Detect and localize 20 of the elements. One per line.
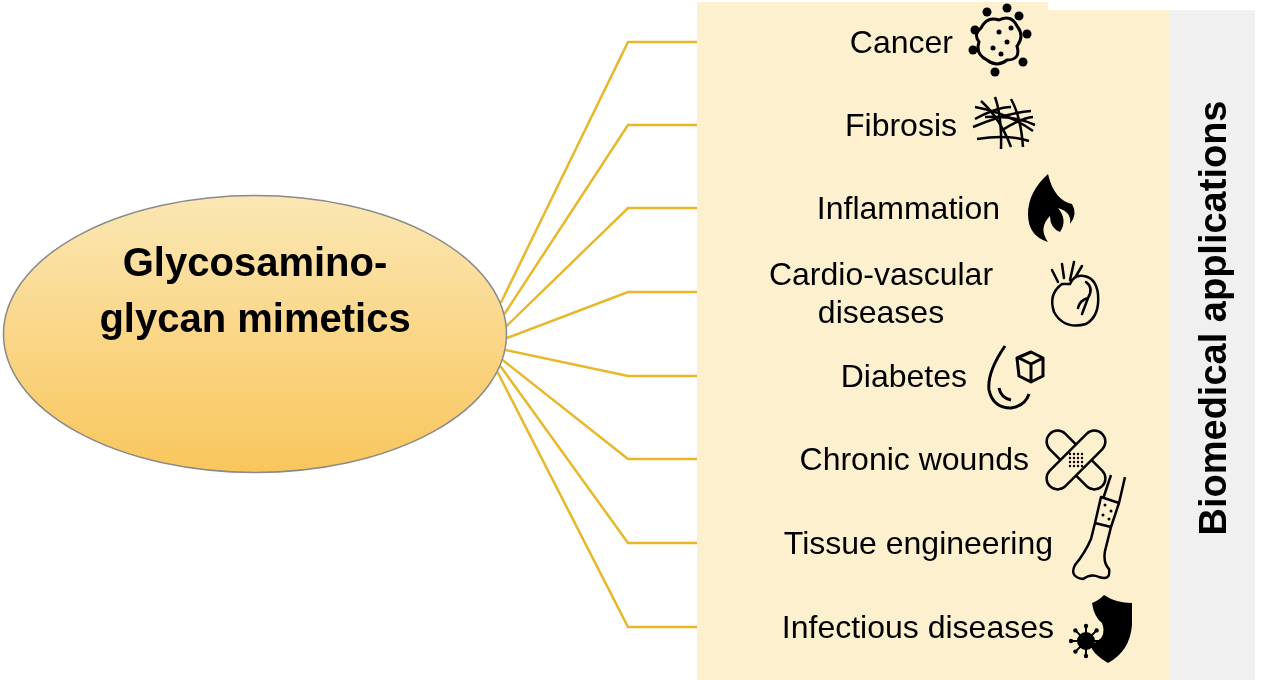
item-label: Cardio-vascular diseases bbox=[767, 255, 995, 331]
band-title: Biomedical applications bbox=[1190, 100, 1235, 536]
connector-line bbox=[505, 206, 697, 327]
item-label: Chronic wounds bbox=[799, 441, 1029, 477]
item-label: Fibrosis bbox=[845, 107, 957, 143]
item-label: Tissue engineering bbox=[783, 525, 1053, 561]
connector-line bbox=[499, 365, 697, 545]
item-label: Inflammation bbox=[816, 190, 1000, 226]
ellipse-node bbox=[2, 194, 508, 474]
connector-line bbox=[499, 40, 697, 304]
connector-line bbox=[505, 348, 697, 378]
connector-line bbox=[496, 371, 697, 629]
connector-line bbox=[503, 123, 697, 315]
node-title: Glycosamino-glycan mimetics bbox=[98, 239, 412, 342]
item-label: Diabetes bbox=[840, 358, 967, 394]
item-label: Cancer bbox=[849, 24, 953, 60]
connector-line bbox=[501, 359, 697, 461]
side-band bbox=[1170, 10, 1255, 680]
item-label: Infectious diseases bbox=[781, 609, 1054, 645]
connector-line bbox=[506, 290, 697, 340]
